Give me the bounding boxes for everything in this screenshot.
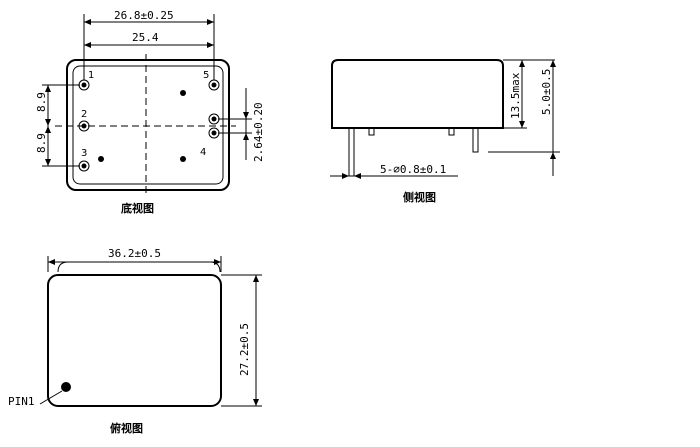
dim-bottom-pitch: 25.4 [132, 31, 159, 44]
side-pin [348, 127, 355, 177]
top-view: 36.2±0.5 27.2±0.5 PIN1 俯视图 [8, 247, 262, 435]
pin-4b [208, 127, 220, 139]
pin-4a [208, 113, 220, 125]
pin-label-5: 5 [203, 70, 209, 81]
side-pin-stub [448, 127, 455, 136]
dim-top-width: 36.2±0.5 [108, 247, 161, 260]
top-view-edge [57, 261, 221, 273]
pin-5 [208, 79, 220, 91]
side-view: 13.5max 5.0±0.5 5-∅0.8±0.1 侧视图 [330, 59, 560, 204]
dim-bottom-width: 26.8±0.25 [114, 9, 174, 22]
standoff-dot [98, 156, 104, 162]
dim-height-max: 13.5max [509, 72, 522, 119]
standoff-dot [180, 156, 186, 162]
dim-pin-length: 5.0±0.5 [540, 69, 553, 115]
dim-row-bottom: 8.9 [35, 133, 48, 153]
pin-label-2: 2 [81, 109, 87, 120]
dim-top-height: 27.2±0.5 [238, 323, 251, 376]
pin-label-1: 1 [88, 70, 94, 81]
pin1-leader [39, 390, 63, 405]
bottom-view: 1 2 3 5 4 26.8±0.25 25.4 8.9 8.9 2.64±0. [35, 9, 265, 215]
dim-pin-gap: 2.64±0.20 [252, 102, 265, 162]
side-pin-stub [368, 127, 375, 136]
bottom-view-outline [66, 59, 230, 191]
pin1-marker [61, 382, 71, 392]
side-view-caption: 侧视图 [403, 190, 436, 204]
bottom-view-inner-outline [72, 65, 224, 185]
pin-3 [78, 160, 90, 172]
pin-2 [78, 120, 90, 132]
pin-label-4: 4 [200, 147, 206, 158]
top-view-caption: 俯视图 [110, 421, 143, 435]
dim-pin-diameter: 5-∅0.8±0.1 [380, 163, 446, 176]
side-pin [472, 127, 479, 153]
standoff-dot [180, 90, 186, 96]
top-view-outline [47, 274, 222, 407]
pin-1 [78, 79, 90, 91]
side-view-body [331, 59, 504, 129]
pin1-label: PIN1 [8, 395, 35, 408]
bottom-view-caption: 底视图 [121, 201, 154, 215]
pin-label-3: 3 [81, 148, 87, 159]
dim-row-top: 8.9 [35, 92, 48, 112]
